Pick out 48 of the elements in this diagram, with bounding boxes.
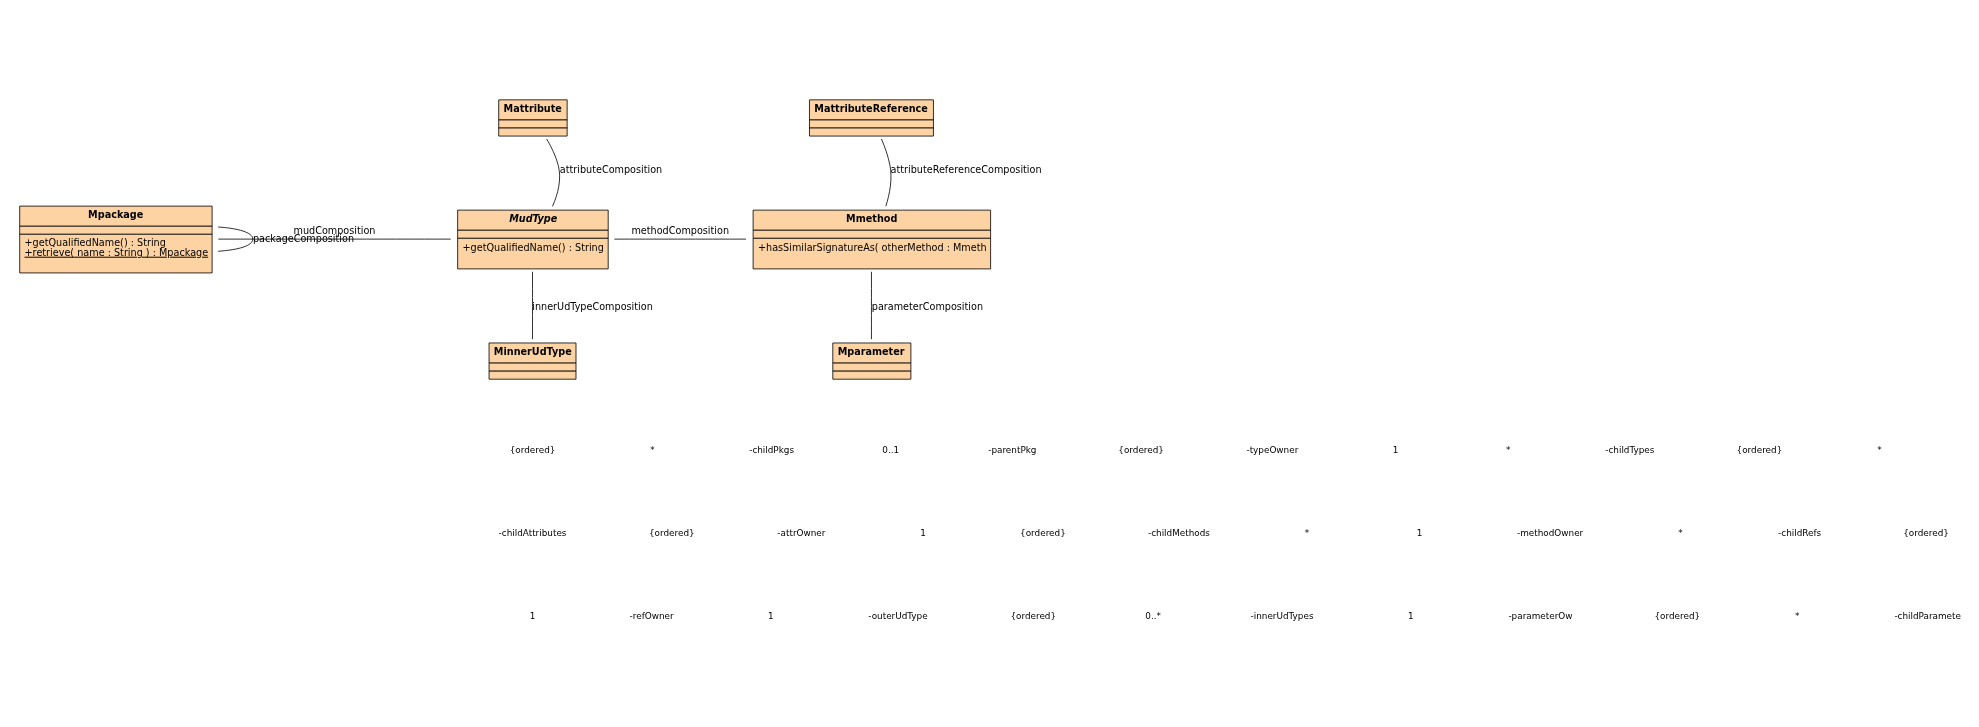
label: 1 — [1392, 444, 1398, 455]
label: -childPkgs — [748, 444, 794, 455]
connector — [880, 138, 891, 207]
edge-label: mudComposition — [293, 224, 375, 236]
label: -methodOwner — [1516, 527, 1583, 538]
label: -childRefs — [1777, 527, 1821, 538]
label: {ordered} — [509, 444, 555, 455]
connector — [217, 238, 451, 240]
label: * — [1794, 610, 1799, 621]
label: -typeOwner — [1245, 444, 1298, 455]
edge-label: attributeReferenceComposition — [890, 164, 1042, 176]
label: 1 — [767, 610, 774, 621]
connector — [545, 138, 560, 207]
label: {ordered} — [1009, 610, 1056, 621]
label: * — [649, 444, 655, 455]
label: -innerUdTypes — [1250, 610, 1314, 621]
label: -attrOwner — [776, 527, 825, 538]
label: {ordered} — [1653, 610, 1700, 621]
label: * — [1876, 444, 1882, 455]
edge-label: methodComposition — [630, 224, 729, 236]
label: {ordered} — [1902, 527, 1949, 538]
label: 0..* — [1144, 610, 1161, 621]
label: * — [1677, 527, 1683, 538]
label: -outerUdType — [867, 610, 928, 621]
label: 0..1 — [881, 444, 899, 455]
label: -childTypes — [1604, 444, 1654, 455]
connector — [217, 226, 253, 252]
label: -childParamete — [1893, 610, 1961, 621]
label: -refOwner — [629, 610, 674, 621]
connector — [870, 271, 872, 340]
label: 1 — [1407, 610, 1414, 621]
label: 1 — [529, 610, 535, 621]
edge-label: parameterComposition — [871, 301, 983, 313]
label: -childMethods — [1147, 527, 1210, 538]
label: 1 — [919, 527, 926, 538]
label: * — [1505, 444, 1510, 455]
connector — [531, 271, 533, 340]
label: {ordered} — [1736, 444, 1782, 455]
label: -parameterOw — [1507, 610, 1572, 621]
label: {ordered} — [1117, 444, 1164, 455]
edge-label: innerUdTypeComposition — [531, 301, 653, 313]
label: -childAttributes — [498, 527, 566, 538]
edge-label: attributeComposition — [559, 164, 662, 176]
label: 1 — [1416, 527, 1423, 538]
label: {ordered} — [1019, 527, 1066, 538]
label: {ordered} — [648, 527, 695, 538]
label: * — [1304, 527, 1309, 538]
label: -parentPkg — [987, 444, 1036, 455]
